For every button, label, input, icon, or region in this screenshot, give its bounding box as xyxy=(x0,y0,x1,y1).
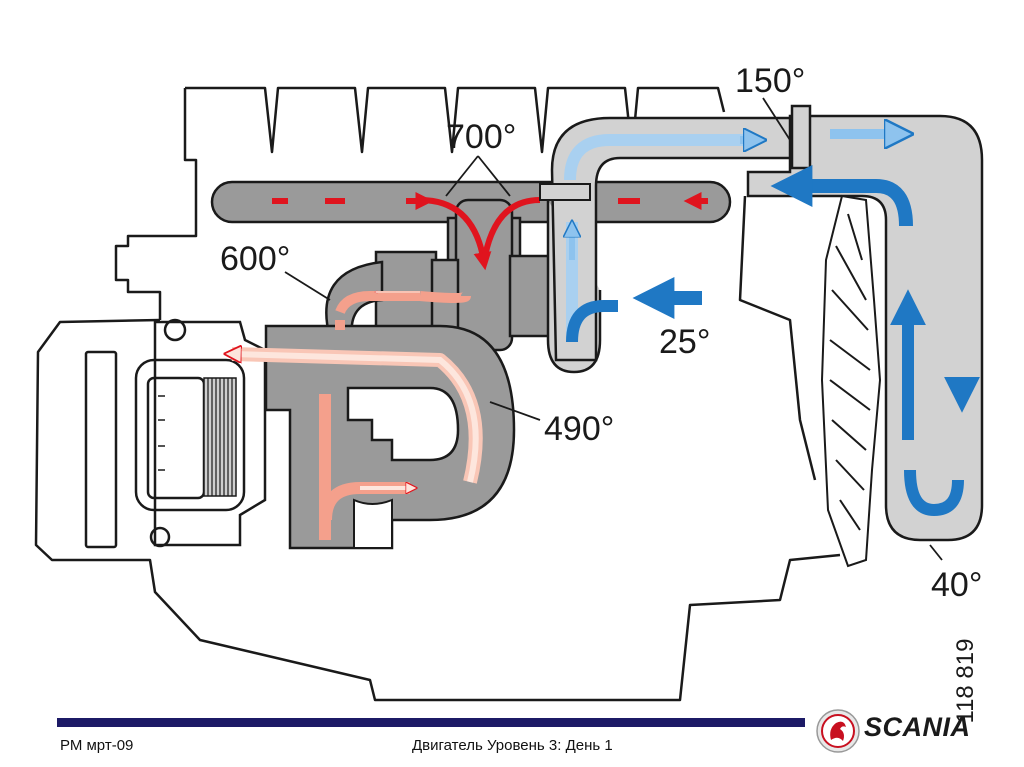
temp-label-intake-air: 25° xyxy=(659,323,711,361)
temp-label-cooled-air: 40° xyxy=(931,566,983,604)
temp-label-exhaust-manifold: 700° xyxy=(446,118,517,156)
radiator-fan xyxy=(820,194,882,568)
leader-lines xyxy=(284,97,943,561)
footer-center-text: Двигатель Уровень 3: День 1 xyxy=(412,737,613,754)
temp-label-turbine-inlet: 600° xyxy=(220,240,291,278)
scania-logo-text: SCANIA xyxy=(864,712,971,742)
temp-label-compressed-air: 150° xyxy=(735,62,806,100)
scania-logo-badge xyxy=(816,709,860,753)
air-filter-box xyxy=(84,318,267,549)
exhaust-manifold xyxy=(210,180,732,352)
intercooler-pipe xyxy=(746,104,984,542)
intake-air-path xyxy=(539,116,802,374)
footer-bar xyxy=(57,718,805,727)
footer-left-text: РМ мрт-09 xyxy=(60,737,134,754)
temp-label-exhaust-outlet: 490° xyxy=(544,410,615,448)
exhaust-pipe-loop xyxy=(232,292,516,550)
scania-logo: SCANIA xyxy=(812,706,982,754)
